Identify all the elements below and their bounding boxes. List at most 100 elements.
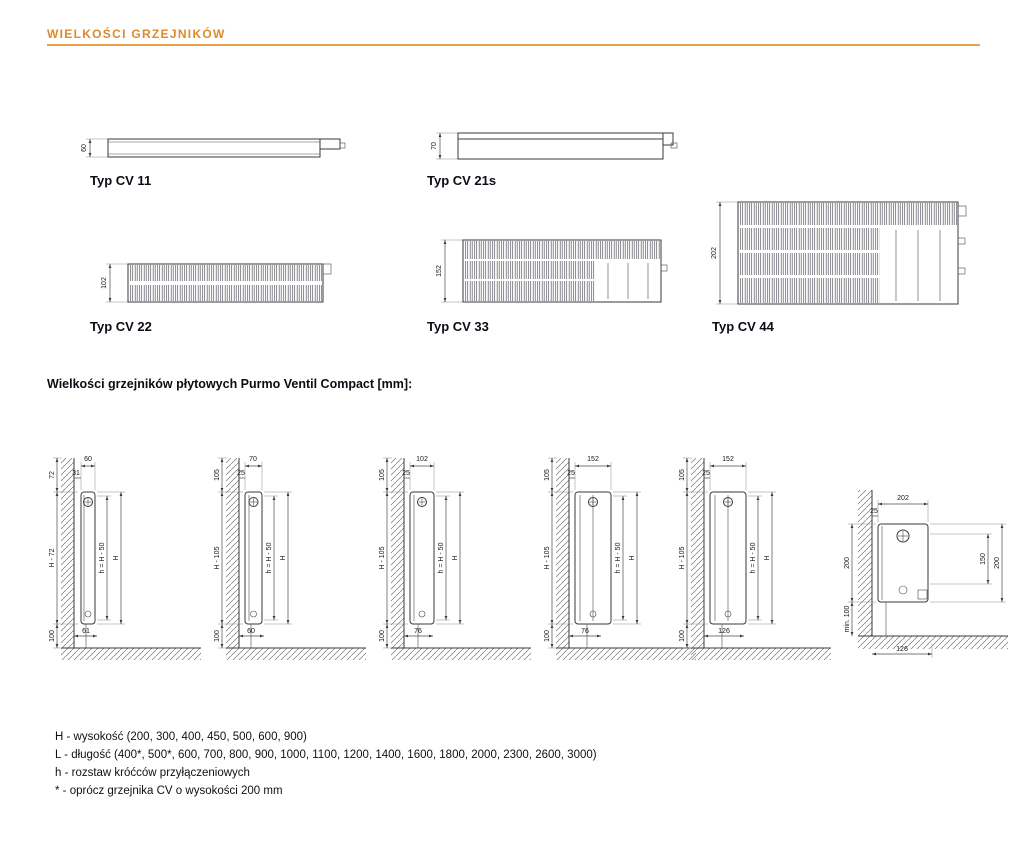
svg-text:100: 100 xyxy=(49,630,56,642)
cv22-label: Typ CV 22 xyxy=(90,319,152,334)
cv44-label: Typ CV 44 xyxy=(712,319,774,334)
svg-text:H: H xyxy=(629,555,636,560)
cv11-cross-section: 60 xyxy=(81,138,346,158)
svg-text:25: 25 xyxy=(567,470,575,477)
svg-text:31: 31 xyxy=(72,470,80,477)
svg-text:H - 72: H - 72 xyxy=(49,548,56,567)
svg-text:25: 25 xyxy=(237,470,245,477)
svg-text:h = H - 50: h = H - 50 xyxy=(99,542,106,573)
page-title: WIELKOŚCI GRZEJNIKÓW xyxy=(47,27,226,41)
mounting-diagram-cv22: 102 25 105 H - 105 100 h = H - 50 H 76 xyxy=(379,456,531,660)
cv33-height-dim: 152 xyxy=(436,265,443,277)
radiator-side-view xyxy=(409,491,435,648)
svg-text:100: 100 xyxy=(679,630,686,642)
cv44-body xyxy=(737,201,967,305)
svg-text:72: 72 xyxy=(49,471,56,479)
svg-text:100: 100 xyxy=(379,630,386,642)
cv21s-height-dim: 70 xyxy=(431,142,438,150)
cv33-cross-section: 152 xyxy=(436,239,668,303)
svg-text:60: 60 xyxy=(247,628,255,635)
legend-line-length: L - długość (400*, 500*, 600, 700, 800, … xyxy=(55,749,597,761)
svg-text:25: 25 xyxy=(870,508,878,515)
dimension-lines: 152 25 105 H - 105 100 h = H - 50 H 126 xyxy=(679,456,776,649)
cv22-height-dim: 102 xyxy=(101,277,108,289)
mounting-detail-diagram: 202 25 200 min. 100 150 200 126 xyxy=(844,490,1008,658)
svg-text:H - 105: H - 105 xyxy=(679,546,686,569)
svg-text:152: 152 xyxy=(587,456,599,463)
svg-text:105: 105 xyxy=(544,469,551,481)
cv22-body xyxy=(127,263,332,303)
svg-text:H - 105: H - 105 xyxy=(214,546,221,569)
dimension-lines: 70 25 105 H - 105 100 h = H - 50 H 60 xyxy=(214,456,292,649)
wall xyxy=(226,458,240,648)
svg-text:h = H - 50: h = H - 50 xyxy=(266,542,273,573)
cv44-height-dim: 202 xyxy=(711,247,718,259)
radiator-side-view xyxy=(80,491,96,648)
title-rule xyxy=(47,44,980,46)
svg-text:h = H - 50: h = H - 50 xyxy=(438,542,445,573)
svg-text:100: 100 xyxy=(214,630,221,642)
dimension-lines: 102 25 105 H - 105 100 h = H - 50 H 76 xyxy=(379,456,464,649)
svg-text:25: 25 xyxy=(402,470,410,477)
radiator-side-view xyxy=(709,491,747,648)
legend-line-connection-spacing: h - rozstaw króćców przyłączeniowych xyxy=(55,767,250,779)
mounting-diagram-cv21s: 70 25 105 H - 105 100 h = H - 50 H 60 xyxy=(214,456,366,660)
svg-text:H - 105: H - 105 xyxy=(544,546,551,569)
svg-text:H: H xyxy=(113,555,120,560)
svg-text:h = H - 50: h = H - 50 xyxy=(615,542,622,573)
legend: H - wysokość (200, 300, 400, 450, 500, 6… xyxy=(55,731,597,803)
cv33-dimension: 152 xyxy=(436,239,463,303)
wall xyxy=(391,458,405,648)
cv21s-cross-section: 70 xyxy=(431,132,678,160)
mounting-diagram-cv44: 152 25 105 H - 105 100 h = H - 50 H 126 xyxy=(679,456,831,660)
floor xyxy=(226,647,366,660)
floor xyxy=(691,647,831,660)
floor xyxy=(391,647,531,660)
cv22-dimension: 102 xyxy=(101,263,128,303)
legend-line-footnote: * - oprócz grzejnika CV o wysokości 200 … xyxy=(55,785,283,797)
svg-text:25: 25 xyxy=(702,470,710,477)
svg-text:76: 76 xyxy=(414,628,422,635)
svg-text:105: 105 xyxy=(679,469,686,481)
radiator-side-view xyxy=(877,523,929,636)
cv21s-body xyxy=(457,132,678,160)
cv33-label: Typ CV 33 xyxy=(427,319,489,334)
svg-text:105: 105 xyxy=(379,469,386,481)
dimension-lines: 60 31 72 H - 72 100 h = H - 50 H 61 xyxy=(49,456,125,649)
dimension-lines: 152 25 105 H - 105 100 h = H - 50 H 76 xyxy=(544,456,641,649)
svg-text:H: H xyxy=(764,555,771,560)
cv21s-label: Typ CV 21s xyxy=(427,173,497,188)
svg-text:100: 100 xyxy=(544,630,551,642)
cv22-cross-section: 102 xyxy=(101,263,332,303)
svg-text:152: 152 xyxy=(722,456,734,463)
radiator-side-view xyxy=(244,491,263,648)
svg-text:126: 126 xyxy=(896,646,908,653)
svg-text:200: 200 xyxy=(844,557,851,569)
svg-text:H: H xyxy=(452,555,459,560)
svg-text:min. 100: min. 100 xyxy=(844,605,851,632)
wall xyxy=(858,490,873,636)
cv11-dimension: 60 xyxy=(81,138,108,158)
dimensions-section-heading: Wielkości grzejników płytowych Purmo Ven… xyxy=(47,377,413,391)
svg-text:102: 102 xyxy=(416,456,428,463)
svg-text:H - 105: H - 105 xyxy=(379,546,386,569)
wall xyxy=(61,458,75,648)
cv11-height-dim: 60 xyxy=(81,144,88,152)
cv33-body xyxy=(462,239,668,303)
svg-text:h = H - 50: h = H - 50 xyxy=(750,542,757,573)
svg-text:60: 60 xyxy=(84,456,92,463)
dimension-lines: 202 25 200 min. 100 150 200 126 xyxy=(844,495,1006,658)
svg-text:61: 61 xyxy=(82,628,90,635)
svg-text:202: 202 xyxy=(897,495,909,502)
wall xyxy=(556,458,570,648)
floor xyxy=(556,647,696,660)
floor xyxy=(858,635,1008,649)
mounting-diagram-cv11: 60 31 72 H - 72 100 h = H - 50 H 61 xyxy=(49,456,201,660)
cv11-label: Typ CV 11 xyxy=(90,173,152,188)
legend-line-height: H - wysokość (200, 300, 400, 450, 500, 6… xyxy=(55,731,307,743)
svg-text:H: H xyxy=(280,555,287,560)
mounting-diagram-cv33: 152 25 105 H - 105 100 h = H - 50 H 76 xyxy=(544,456,696,660)
cv44-dimension: 202 xyxy=(711,201,738,305)
svg-text:105: 105 xyxy=(214,469,221,481)
